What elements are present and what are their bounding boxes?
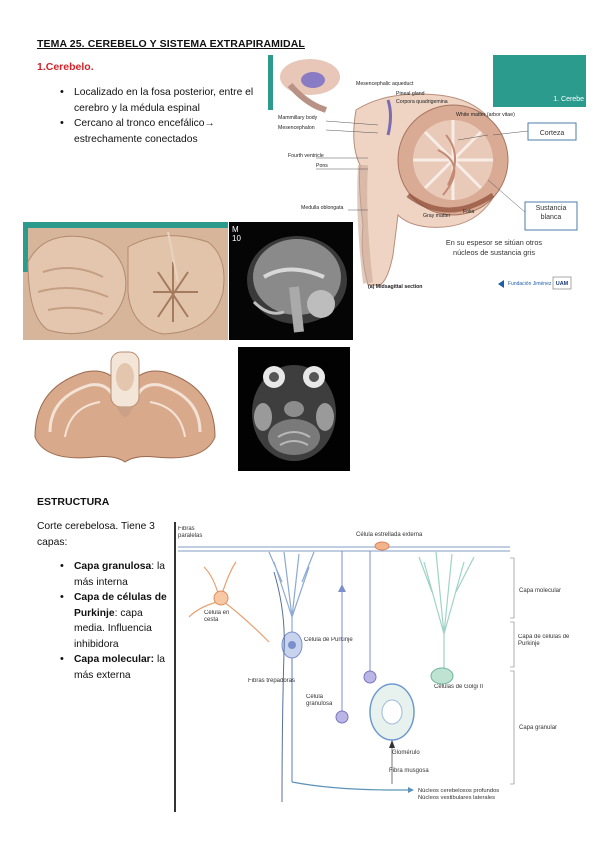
layer-desc: : capa media. Influencia inhibidora	[74, 607, 152, 650]
list-item: Cercano al tronco encefálico→ estrechame…	[50, 116, 265, 147]
callout-sustancia-blanca: Sustancia blanca	[535, 205, 567, 221]
label-fourth-ventricle: Fourth ventricle	[288, 153, 324, 159]
layer-name: Capa de células de Purkinje	[74, 592, 167, 619]
list-item: Localizado en la fosa posterior, entre e…	[50, 85, 265, 116]
label-mammillary-body: Mammillary body	[278, 115, 318, 121]
list-item: Capa granulosa: la más interna	[50, 559, 175, 590]
fjd-logo-icon	[498, 280, 504, 288]
label-gray-matter: Gray matter	[423, 213, 451, 219]
label-glomerulo: Glomérulo	[392, 750, 420, 756]
layer-desc: : la más interna	[74, 561, 165, 588]
section-heading-cerebelo: 1.Cerebelo.	[37, 61, 94, 73]
cerebellar-cortex-diagram: Capa molecular Capa de células de Purkin…	[174, 522, 590, 812]
label-mesencephalic-aqueduct: Mesencephalic aqueduct	[356, 81, 414, 87]
label-folia: Folia	[463, 209, 474, 215]
label-corpora-quadrigemina: Corpora quadrigemina	[396, 99, 448, 105]
section-heading-estructura: ESTRUCTURA	[37, 496, 110, 508]
label-celula-purkinje: Célula de Purkinje	[304, 637, 353, 643]
mri-sagittal-image: M 10	[229, 222, 353, 340]
list-item: Capa de células de Purkinje: capa media.…	[50, 590, 175, 652]
mri-label-10: 10	[232, 234, 241, 243]
label-capa-purkinje: Capa de células de Purkinje	[518, 634, 570, 647]
layer-name: Capa molecular:	[74, 654, 155, 665]
logo-text: Fundación Jiménez Díaz	[508, 281, 564, 287]
label-pons: Pons	[316, 163, 328, 169]
label-mesencephalon: Mesencephalon	[278, 125, 315, 131]
cerebellum-section-figure: 1. Cerebe	[268, 55, 586, 298]
figure-caption: (a) Midsagittal section	[368, 284, 422, 290]
label-capa-molecular: Capa molecular	[519, 588, 561, 594]
label-fibra-musgosa: Fibra musgosa	[389, 768, 429, 774]
label-celula-en-cesta: Célula en cesta	[204, 610, 230, 623]
callout-corteza: Corteza	[540, 130, 565, 137]
slide-title: 1. Cerebe	[553, 96, 584, 103]
layer-name: Capa granulosa	[74, 561, 152, 572]
note-text: En su espesor se sitúan otros núcleos de…	[445, 238, 543, 257]
mri-label-m: M	[232, 225, 239, 234]
cerebellum-brainstem-illustration	[353, 93, 509, 286]
cerebelo-bullet-list: Localizado en la fosa posterior, entre e…	[50, 85, 265, 147]
page-title: TEMA 25. CEREBELO Y SISTEMA EXTRAPIRAMID…	[37, 38, 305, 50]
label-medulla-oblongata: Medulla oblongata	[301, 205, 344, 211]
label-celulas-golgi: Células de Golgi II	[434, 684, 484, 690]
label-fibras-paralelas: Fibras paralelas	[178, 526, 203, 539]
label-pineal-gland: Pineal gland	[396, 91, 425, 97]
layers-bullet-list: Capa granulosa: la más interna Capa de c…	[50, 559, 175, 683]
label-celula-estrellada: Célula estrellada externa	[356, 532, 423, 538]
label-nucleos-vestibulares: Núcleos vestibulares laterales	[418, 795, 495, 801]
label-white-matter: White matter (arbor vitae)	[456, 112, 515, 118]
cerebellum-specimen-photo	[23, 222, 228, 340]
corte-paragraph: Corte cerebelosa. Tiene 3 capas:	[37, 521, 155, 548]
label-celula-granulosa: Célula granulosa	[306, 694, 333, 707]
cerebellum-coronal-illustration	[25, 347, 225, 467]
list-item: Capa molecular: la más externa	[50, 652, 175, 683]
brain-inset-illustration	[280, 59, 340, 113]
label-nucleos-profundos: Núcleos cerebelosos profundos	[418, 788, 499, 794]
mri-axial-image	[238, 347, 350, 471]
logo-uam: UAM	[556, 281, 569, 287]
label-capa-granular: Capa granular	[519, 725, 557, 731]
label-fibras-trepadoras: Fibras trepadoras	[248, 678, 296, 684]
layer-desc: la más externa	[74, 654, 166, 681]
